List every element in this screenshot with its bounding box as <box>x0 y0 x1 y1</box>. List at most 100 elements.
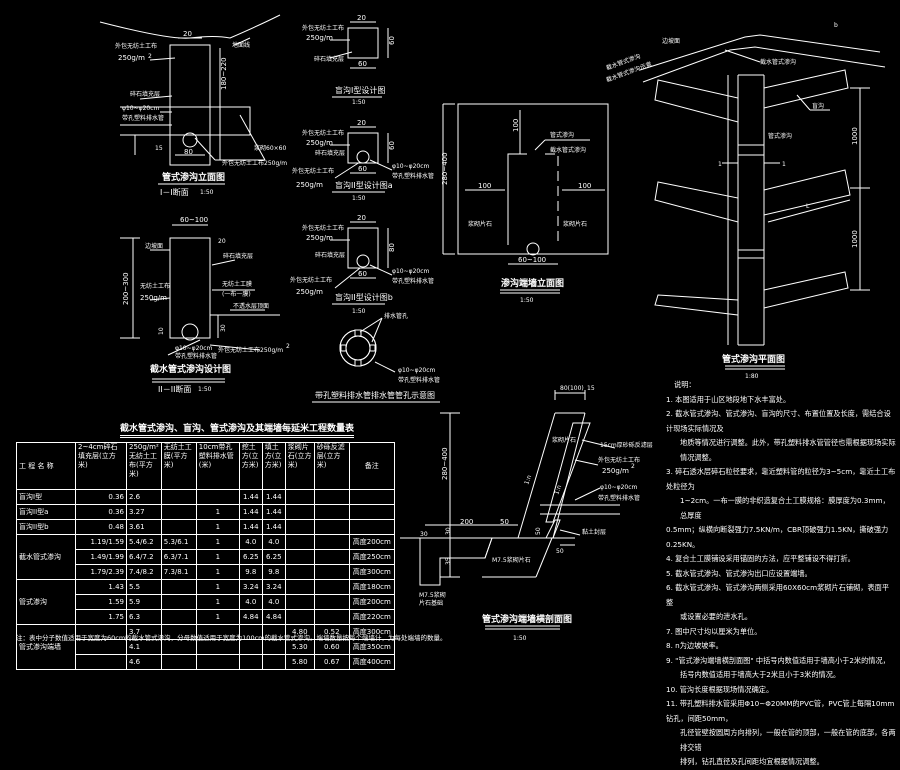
pv-pipe-channel: 管式渗沟 <box>768 132 792 140</box>
note-item: 1~2cm。一布一膜的非织造复合土工膜规格：膜厚度为0.3mm，总厚度 <box>680 496 890 520</box>
th-geotextile: 250g/m² 无纺土工布(平方米) <box>126 442 162 490</box>
cell-note: 高度400cm <box>348 654 395 670</box>
es-height: 280~400 <box>441 447 449 480</box>
s1-height: 180~220 <box>220 57 228 90</box>
bd1-title: 盲沟I型设计图 <box>335 85 385 95</box>
note-item: 1. 本图适用于山区地段地下水丰富处。 <box>666 394 791 404</box>
th-gravel: 2~4cm碎石填充层(立方米) <box>75 442 127 490</box>
cell-c8 <box>313 549 350 565</box>
cell-note: 高度200cm <box>348 594 395 610</box>
cell-c6: 3.24 <box>261 579 286 595</box>
section-1-drawing: 外包无纺土工布 250g/m 2 20 地面线 碎石填充层 φ10~φ20cm … <box>99 14 287 197</box>
cell-c6: 4.84 <box>261 609 286 625</box>
pd-pipe-name: 带孔塑料排水管 <box>398 376 440 384</box>
es-h30: 30 <box>445 527 452 535</box>
cell-c6 <box>261 654 286 670</box>
cell-c1: 1.75 <box>75 609 127 625</box>
es-geotextile: 外包无纺土工布 <box>598 456 640 464</box>
cell-c5: 4.0 <box>238 594 263 610</box>
bd2a-pipe-name: 带孔塑料排水管 <box>392 172 434 180</box>
es-base2: 片石基础 <box>419 599 443 607</box>
pv-b: b <box>834 22 838 29</box>
cell-c1: 1.43 <box>75 579 127 595</box>
end-wall-elevation-drawing: 280~400 100 100 100 管式渗沟 截水管式渗沟 浆砌片石 浆砌片… <box>441 103 609 304</box>
bd1-width: 60 <box>358 60 367 68</box>
cell-c2: 5.9 <box>126 594 162 610</box>
es-title: 管式渗沟端墙横剖面图 <box>482 613 572 625</box>
cell-c6: 4.0 <box>261 594 286 610</box>
bd2a-density: 250g/m <box>306 139 333 147</box>
cell-c2: 6.3 <box>126 609 162 625</box>
pd-hole: 排水管孔 <box>384 312 408 320</box>
pv-slope: 边坡面 <box>662 37 680 45</box>
cell-c2: 3.27 <box>126 504 162 520</box>
s2-pipe-spec: φ10~φ20cm <box>175 345 213 352</box>
note-item: 2. 截水管式渗沟、管式渗沟、盲沟的尺寸、布置位置及长度，需结合设计现场实际情况… <box>666 409 891 433</box>
ew-channel-top: 管式渗沟 <box>550 131 574 139</box>
cell-c1: 0.48 <box>75 519 127 535</box>
th-membrane: 无纺土工膜(平方米) <box>160 442 197 490</box>
cell-c7 <box>284 579 315 595</box>
note-item: 括号内数值适用于墙高大于2米且小于3米的情况。 <box>680 670 841 679</box>
s2-side-offset: 30 <box>220 324 227 332</box>
note-item: 7. 图中尺寸均以厘米为单位。 <box>666 626 762 636</box>
s2-pipe-name: 带孔塑料排水管 <box>175 352 217 360</box>
blind-ditch-2a-drawing: 20 外包无纺土工布 250g/m 碎石填充层 60 60 φ10~φ20cm … <box>292 119 434 202</box>
cell-c6: 6.25 <box>261 549 286 565</box>
cell-c5: 4.84 <box>238 609 263 625</box>
note-item: 地质等情况进行调整。此外，带孔塑料排水管管径也需根据现场实际情况调整。 <box>680 438 896 462</box>
bd1-fill: 碎石填充层 <box>314 55 344 63</box>
ew-left-width: 100 <box>478 182 491 190</box>
bd2b-geotextile: 外包无纺土工布 <box>302 224 344 232</box>
notes-header: 说明： <box>674 380 696 389</box>
note-item: 5. 截水管式渗沟、管式渗沟出口应设置端墙。 <box>666 568 812 578</box>
notes-panel: 说明： 1. 本图适用于山区地段地下水丰富处。 2. 截水管式渗沟、管式渗沟、盲沟… <box>666 378 896 770</box>
ew-channel-bottom: 截水管式渗沟 <box>550 146 586 154</box>
s1-title: 管式渗沟立面图 <box>162 171 225 183</box>
cell-c5: 1.44 <box>238 519 263 535</box>
cell-c7 <box>284 549 315 565</box>
cell-c2: 2.6 <box>126 489 162 505</box>
bd2a-geotextile: 外包无纺土工布 <box>302 129 344 137</box>
pv-spacing1: 1000 <box>851 127 859 145</box>
bd2b-density: 250g/m <box>306 234 333 242</box>
s1-pipe-name: 带孔塑料排水管 <box>122 114 164 122</box>
plan-view-drawing: 边坡面 截水管式渗沟 截水管式渗沟 截水管式渗沟示意 盲沟 管式渗沟 1000 … <box>605 22 886 380</box>
bd2b-density-bottom: 250g/m <box>296 288 323 296</box>
s2-impervious: 不透水层顶面 <box>233 302 269 310</box>
pd-pipe-spec: φ10~φ20cm <box>398 367 436 374</box>
s1-block: 浆砌60×60 <box>254 144 286 152</box>
cell-c5: 4.0 <box>238 534 263 550</box>
bd2a-width: 60 <box>358 165 367 173</box>
es-pipe-spec: φ10~φ20cm <box>600 484 638 491</box>
bd2a-density-bottom: 250g/m <box>296 181 323 189</box>
es-power: 2 <box>631 463 635 470</box>
pipe-detail-drawing: 排水管孔 φ10~φ20cm 带孔塑料排水管 带孔塑料排水管排水管管孔示意图 <box>312 312 440 403</box>
th-name: 工 程 名 称 <box>16 442 76 490</box>
es-mortar: M7.5浆砌片石 <box>492 556 531 564</box>
th-remark: 备注 <box>348 442 395 490</box>
pv-spacing2: 1000 <box>851 230 859 248</box>
pv-blind: 盲沟 <box>812 102 824 110</box>
table-header-row: 工 程 名 称 2~4cm碎石填充层(立方米) 250g/m² 无纺土工布(平方… <box>16 442 395 490</box>
cell-c4 <box>195 654 240 670</box>
es-bottom50: 50 <box>556 548 564 555</box>
cell-c6: 4.0 <box>261 534 286 550</box>
cell-c1 <box>75 654 127 670</box>
note-item: 6. 截水管式渗沟、管式渗沟两侧采用60X60cm浆砌片石铺砌，表面平整 <box>666 583 890 607</box>
cell-note <box>348 504 395 520</box>
cell-c3 <box>160 489 197 505</box>
es-width200: 200 <box>460 518 473 526</box>
cell-note <box>348 489 395 505</box>
cell-c8 <box>313 489 350 505</box>
table-note: 注：表中分子数值适用于宽度为60cm的截水管式渗沟，分母数值适用于宽度为100c… <box>16 634 447 642</box>
ew-title: 渗沟端墙立面图 <box>501 277 564 289</box>
cell-c3: 7.3/8.1 <box>160 564 197 580</box>
cell-c1: 1.59 <box>75 594 127 610</box>
cell-c8 <box>313 564 350 580</box>
note-item: 10. 管沟长度根据现场情况确定。 <box>666 684 774 694</box>
cell-note: 高度220cm <box>348 609 395 625</box>
